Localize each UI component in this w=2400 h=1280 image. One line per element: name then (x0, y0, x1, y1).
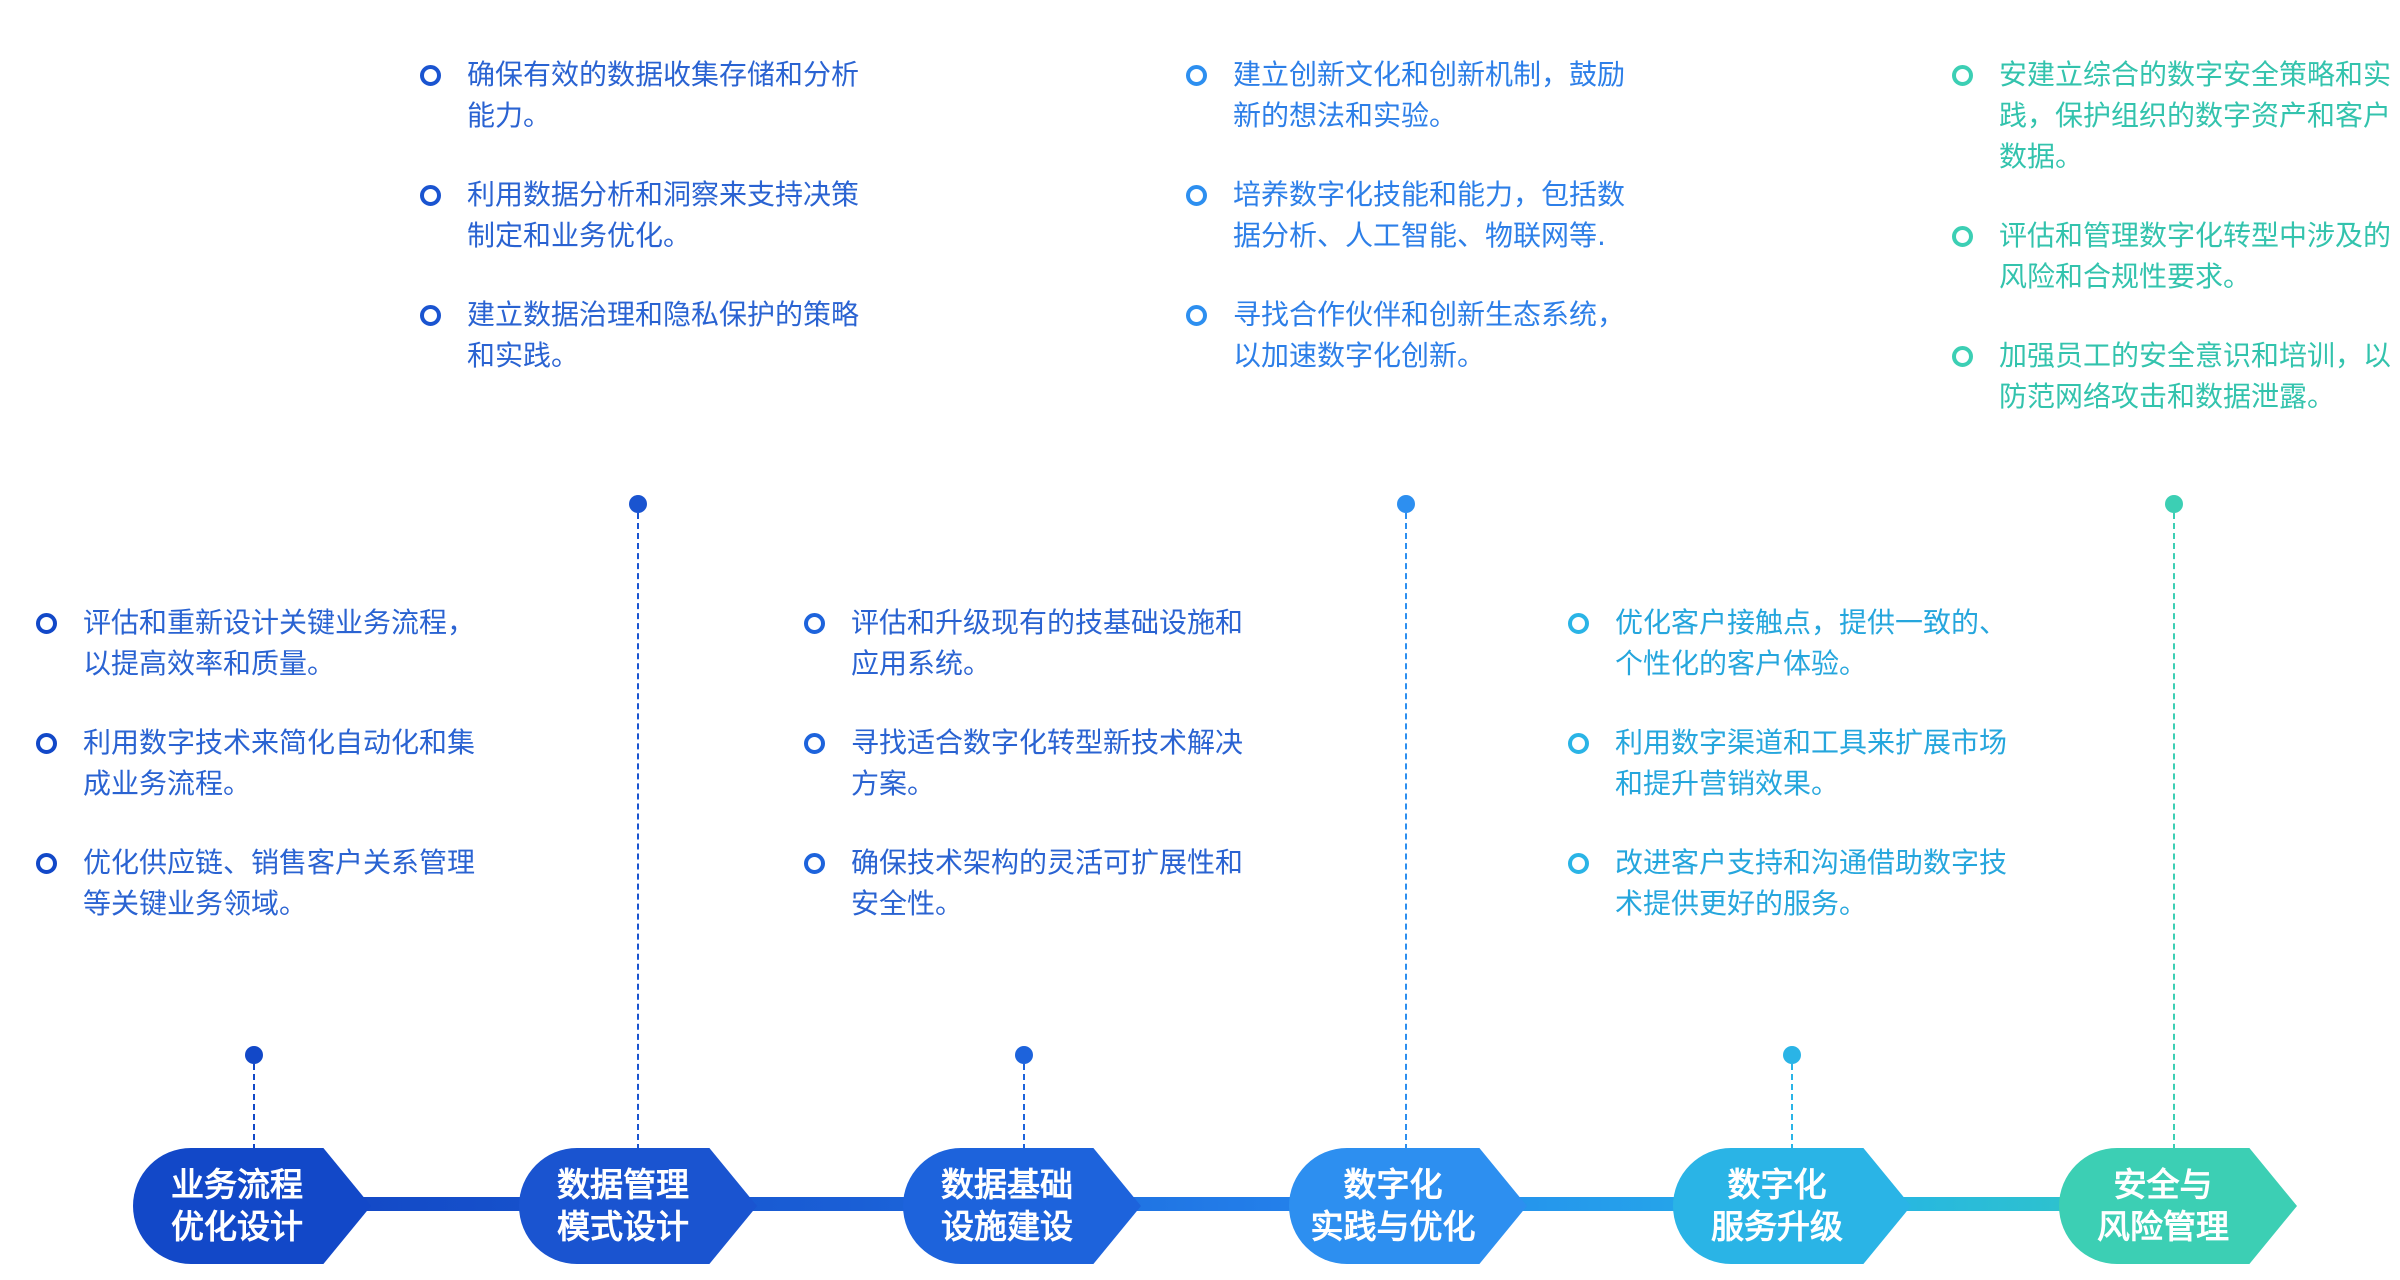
circle-bullet-icon (1186, 185, 1207, 206)
circle-bullet-icon (420, 65, 441, 86)
circle-bullet-icon (36, 733, 57, 754)
list-item: 优化客户接触点，提供一致的、个性化的客户体验。 (1568, 602, 2008, 684)
circle-bullet-icon (1568, 613, 1589, 634)
list-item: 评估和重新设计关键业务流程，以提高效率和质量。 (36, 602, 476, 684)
stage-label: 业务流程 优化设计 (171, 1165, 303, 1246)
stage-pill-2: 数据管理 模式设计 (519, 1148, 757, 1264)
list-item: 建立数据治理和隐私保护的策略和实践。 (420, 294, 860, 376)
connector-line (1405, 513, 1407, 1150)
list-item: 评估和升级现有的技基础设施和应用系统。 (804, 602, 1244, 684)
list-item: 寻找适合数字化转型新技术解决方案。 (804, 722, 1244, 804)
list-item: 安建立综合的数字安全策略和实践，保护组织的数字资产和客户数据。 (1952, 54, 2392, 177)
circle-bullet-icon (36, 853, 57, 874)
circle-bullet-icon (804, 733, 825, 754)
stage-2-text: 确保有效的数据收集存储和分析能力。 利用数据分析和洞察来支持决策制定和业务优化。… (420, 54, 860, 414)
stage-label: 数字化 实践与优化 (1310, 1165, 1476, 1246)
connector-line (253, 1064, 255, 1150)
list-item: 优化供应链、销售客户关系管理等关键业务领域。 (36, 842, 476, 924)
list-item: 确保有效的数据收集存储和分析能力。 (420, 54, 860, 136)
stage-pill-3: 数据基础 设施建设 (903, 1148, 1141, 1264)
circle-bullet-icon (1952, 226, 1973, 247)
connector-line (2173, 513, 2175, 1150)
list-item: 利用数字渠道和工具来扩展市场和提升营销效果。 (1568, 722, 2008, 804)
connector-line (1023, 1064, 1025, 1150)
stage-6-text: 安建立综合的数字安全策略和实践，保护组织的数字资产和客户数据。 评估和管理数字化… (1952, 54, 2392, 455)
connector-line (637, 513, 639, 1150)
circle-bullet-icon (804, 853, 825, 874)
circle-bullet-icon (1186, 305, 1207, 326)
stage-4-text: 建立创新文化和创新机制，鼓励新的想法和实验。 培养数字化技能和能力，包括数据分析… (1186, 54, 1626, 414)
circle-bullet-icon (1568, 853, 1589, 874)
list-item: 寻找合作伙伴和创新生态系统，以加速数字化创新。 (1186, 294, 1626, 376)
list-item: 建立创新文化和创新机制，鼓励新的想法和实验。 (1186, 54, 1626, 136)
connector-dot (1015, 1046, 1033, 1064)
list-item: 加强员工的安全意识和培训，以防范网络攻击和数据泄露。 (1952, 335, 2392, 417)
circle-bullet-icon (1952, 65, 1973, 86)
connector-line (1791, 1064, 1793, 1150)
connector-dot (245, 1046, 263, 1064)
circle-bullet-icon (1186, 65, 1207, 86)
list-item: 利用数据分析和洞察来支持决策制定和业务优化。 (420, 174, 860, 256)
stage-pill-1: 业务流程 优化设计 (133, 1148, 371, 1264)
stage-1-text: 评估和重新设计关键业务流程，以提高效率和质量。 利用数字技术来简化自动化和集成业… (36, 602, 476, 962)
list-item: 评估和管理数字化转型中涉及的风险和合规性要求。 (1952, 215, 2392, 297)
list-item: 改进客户支持和沟通借助数字技术提供更好的服务。 (1568, 842, 2008, 924)
connector-dot (1783, 1046, 1801, 1064)
stage-label: 安全与 风险管理 (2097, 1165, 2229, 1246)
stage-label: 数据管理 模式设计 (557, 1165, 689, 1246)
circle-bullet-icon (420, 305, 441, 326)
stage-label: 数字化 服务升级 (1711, 1165, 1843, 1246)
stage-3-text: 评估和升级现有的技基础设施和应用系统。 寻找适合数字化转型新技术解决方案。 确保… (804, 602, 1244, 962)
circle-bullet-icon (36, 613, 57, 634)
stage-label: 数据基础 设施建设 (941, 1165, 1073, 1246)
circle-bullet-icon (1952, 346, 1973, 367)
list-item: 确保技术架构的灵活可扩展性和安全性。 (804, 842, 1244, 924)
stage-5-text: 优化客户接触点，提供一致的、个性化的客户体验。 利用数字渠道和工具来扩展市场和提… (1568, 602, 2008, 962)
list-item: 利用数字技术来简化自动化和集成业务流程。 (36, 722, 476, 804)
list-item: 培养数字化技能和能力，包括数据分析、人工智能、物联网等. (1186, 174, 1626, 256)
circle-bullet-icon (804, 613, 825, 634)
stage-pill-6: 安全与 风险管理 (2059, 1148, 2297, 1264)
circle-bullet-icon (420, 185, 441, 206)
circle-bullet-icon (1568, 733, 1589, 754)
connector-dot (1397, 495, 1415, 513)
connector-dot (629, 495, 647, 513)
stage-pill-5: 数字化 服务升级 (1673, 1148, 1911, 1264)
stage-pill-4: 数字化 实践与优化 (1289, 1148, 1527, 1264)
connector-dot (2165, 495, 2183, 513)
